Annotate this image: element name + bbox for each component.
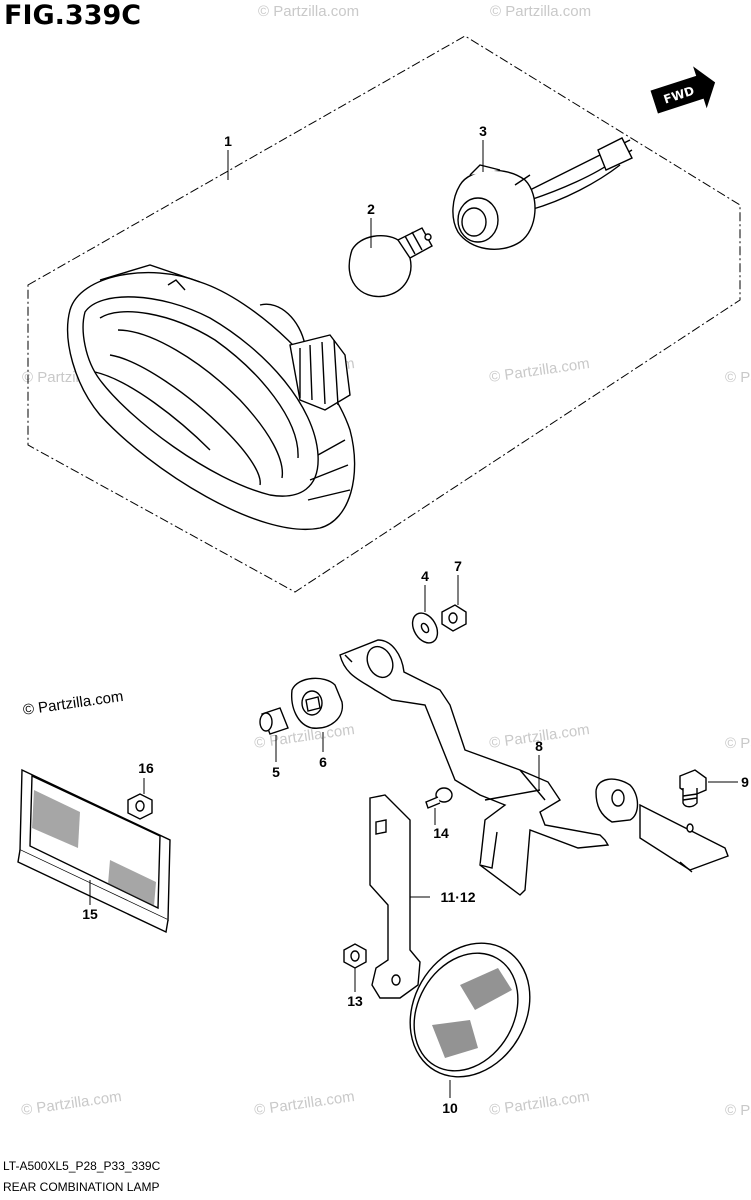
- callout-labels: 1 2 3 4 5 6 7 8 9 10 11·12 13 14 15 16: [82, 123, 749, 1116]
- watermark: © Partzilla.com: [253, 1088, 355, 1119]
- watermarks: © Partzilla.com © Partzilla.com © Partzi…: [20, 3, 751, 1119]
- nut[interactable]: [441, 604, 467, 632]
- collar[interactable]: [259, 707, 289, 735]
- diagram-name: REAR COMBINATION LAMP: [3, 1180, 160, 1194]
- screw[interactable]: [425, 787, 453, 809]
- callout-2: 2: [367, 201, 375, 217]
- watermark: © Partzilla.com: [20, 1088, 122, 1119]
- reflector-bracket[interactable]: [369, 794, 421, 999]
- watermark: © Partzilla.com: [258, 3, 359, 20]
- watermark: © Partzilla.com: [490, 3, 591, 20]
- watermark: © Partzilla.com: [488, 355, 590, 386]
- washer[interactable]: [407, 609, 442, 648]
- figure-title: FIG.339C: [4, 0, 142, 31]
- reflector-nut[interactable]: [343, 943, 367, 969]
- fwd-arrow-icon: FWD: [650, 66, 716, 114]
- tail-lamp-housing[interactable]: [66, 264, 356, 530]
- leader-lines: [89, 140, 738, 1098]
- side-reflector[interactable]: [17, 768, 171, 934]
- callout-4: 4: [421, 568, 429, 584]
- callout-8: 8: [535, 738, 543, 754]
- callout-3: 3: [479, 123, 487, 139]
- round-reflector[interactable]: [387, 921, 554, 1098]
- bulb[interactable]: [348, 227, 433, 298]
- model-code: LT-A500XL5_P28_P33_339C: [3, 1159, 161, 1173]
- callout-16: 16: [138, 760, 154, 776]
- flange-bolt[interactable]: [679, 769, 707, 808]
- callout-1: 1: [224, 133, 232, 149]
- callout-11-12: 11·12: [440, 889, 475, 905]
- watermark: © Partzilla.com: [725, 369, 751, 386]
- callout-10: 10: [442, 1100, 458, 1116]
- callout-6: 6: [319, 754, 327, 770]
- lamp-bracket[interactable]: [339, 639, 729, 896]
- callout-9: 9: [741, 774, 749, 790]
- callout-15: 15: [82, 906, 98, 922]
- reflector-nut[interactable]: [127, 793, 153, 820]
- callout-13: 13: [347, 993, 363, 1009]
- watermark: © Partzilla.com: [725, 735, 751, 752]
- callout-5: 5: [272, 764, 280, 780]
- grommet[interactable]: [291, 677, 344, 729]
- watermark: © Partzilla.com: [725, 1102, 751, 1119]
- bulb-socket[interactable]: [452, 137, 633, 250]
- assembly-outline-1: [27, 35, 741, 593]
- callout-7: 7: [454, 558, 462, 574]
- callout-14: 14: [433, 825, 449, 841]
- watermark: © Partzilla.com: [488, 1088, 590, 1119]
